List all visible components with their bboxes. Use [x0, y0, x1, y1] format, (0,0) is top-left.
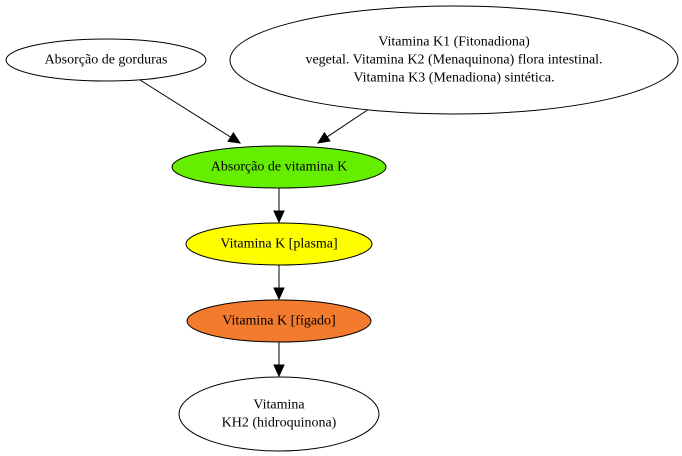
arrowhead-plasma — [273, 210, 285, 224]
node-figado: Vitamina K [fígado] — [186, 299, 372, 343]
node-plasma: Vitamina K [plasma] — [185, 222, 373, 266]
node-tipos_k: Vitamina K1 (Fitonadiona) vegetal. Vitami… — [229, 5, 679, 115]
node-label-plasma-line-1: Vitamina K [plasma] — [220, 237, 337, 252]
node-label-absorcao_k-line-1: Absorção de vitamina K — [211, 160, 347, 175]
nodes-layer: Absorção de gorduras Vitamina K1 (Fitonad… — [5, 5, 679, 452]
node-label-kh2-line-1: Vitamina — [253, 398, 305, 413]
edges-layer — [139, 79, 373, 378]
node-ellipse-gorduras — [5, 38, 207, 82]
node-label-tipos_k-line-2: vegetal. Vitamina K2 (Menaquinona) flora… — [305, 53, 602, 68]
node-ellipse-plasma — [185, 222, 373, 266]
node-ellipse-tipos_k — [229, 5, 679, 115]
arrowhead-absorcao_k — [227, 131, 242, 144]
node-label-figado-line-1: Vitamina K [fígado] — [222, 314, 335, 329]
node-gorduras: Absorção de gorduras — [5, 38, 207, 82]
arrowhead-kh2 — [273, 364, 285, 378]
edge-tipos_k-to-absorcao_k — [326, 106, 373, 138]
node-label-tipos_k-line-1: Vitamina K1 (Fitonadiona) — [378, 35, 530, 50]
node-label-tipos_k-line-3: Vitamina K3 (Menadiona) sintética. — [353, 71, 554, 86]
edge-gorduras-to-absorcao_k — [139, 79, 231, 138]
node-ellipse-kh2 — [178, 376, 380, 452]
arrowhead-figado — [273, 287, 285, 301]
node-label-kh2-line-2: KH2 (hidroquinona) — [222, 416, 337, 431]
node-absorcao_k: Absorção de vitamina K — [171, 145, 387, 189]
node-ellipse-absorcao_k — [171, 145, 387, 189]
node-ellipse-figado — [186, 299, 372, 343]
arrowhead-absorcao_k — [316, 131, 331, 144]
node-label-gorduras-line-1: Absorção de gorduras — [45, 53, 168, 68]
